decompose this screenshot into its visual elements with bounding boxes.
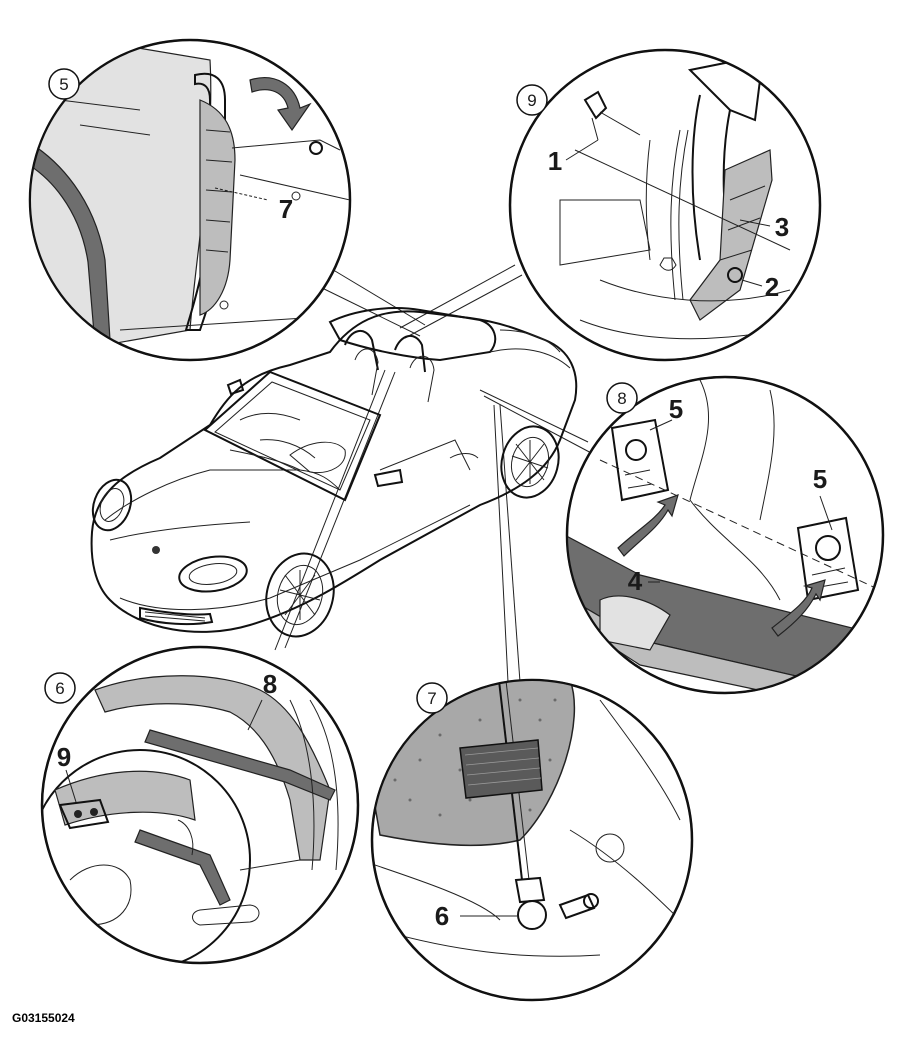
detail-id-8: 8 xyxy=(617,389,626,408)
part-label-7-top: 7 xyxy=(279,194,293,224)
detail-circle-9: 9 1 3 2 xyxy=(508,48,822,362)
detail-circle-6: 6 8 9 xyxy=(40,645,360,965)
detail-id-5: 5 xyxy=(59,75,68,94)
part-label-4: 4 xyxy=(628,566,643,596)
part-label-3: 3 xyxy=(775,212,789,242)
figure-code: G03155024 xyxy=(12,1011,75,1025)
detail-circle-5: 5 7 xyxy=(28,38,352,362)
part-label-5-left: 5 xyxy=(669,394,683,424)
detail-id-6: 6 xyxy=(55,679,64,698)
part-label-6: 6 xyxy=(435,901,449,931)
part-label-2: 2 xyxy=(765,272,779,302)
detail-circle-8: 8 5 5 4 xyxy=(565,375,885,695)
detail-id-7: 7 xyxy=(427,689,436,708)
detail-circle-7: 7 6 xyxy=(370,678,694,1002)
part-label-1: 1 xyxy=(548,146,562,176)
leader-lines xyxy=(274,264,596,683)
part-label-8: 8 xyxy=(263,669,277,699)
part-label-9: 9 xyxy=(57,742,71,772)
car-illustration xyxy=(90,307,578,638)
detail-id-9: 9 xyxy=(527,91,536,110)
part-label-5-right: 5 xyxy=(813,464,827,494)
